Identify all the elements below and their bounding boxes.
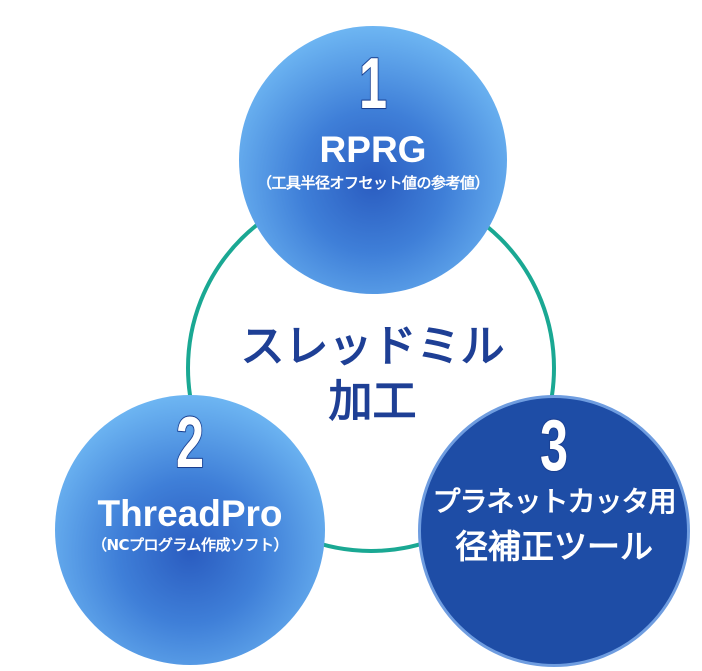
item-number: 3 <box>539 406 569 486</box>
item-subtitle: （NCプログラム作成ソフト） <box>91 536 289 554</box>
item-title: RPRG <box>319 129 427 170</box>
item-title-line1: プラネットカッタ用 <box>432 485 676 518</box>
item-number: 1 <box>358 44 388 124</box>
item-title-line2: 径補正ツール <box>455 527 653 566</box>
item-subtitle: （工具半径オフセット値の参考値） <box>256 174 490 192</box>
item-number: 2 <box>175 403 205 483</box>
item-circle-2: 2 ThreadPro （NCプログラム作成ソフト） <box>55 395 325 665</box>
item-title: ThreadPro <box>97 493 283 534</box>
center-title-line1: スレッドミル <box>240 321 505 372</box>
center-title-line2: 加工 <box>328 376 417 427</box>
item-circle-3: 3 プラネットカッタ用 径補正ツール <box>418 395 690 667</box>
item-circle-1: 1 RPRG （工具半径オフセット値の参考値） <box>239 26 507 294</box>
